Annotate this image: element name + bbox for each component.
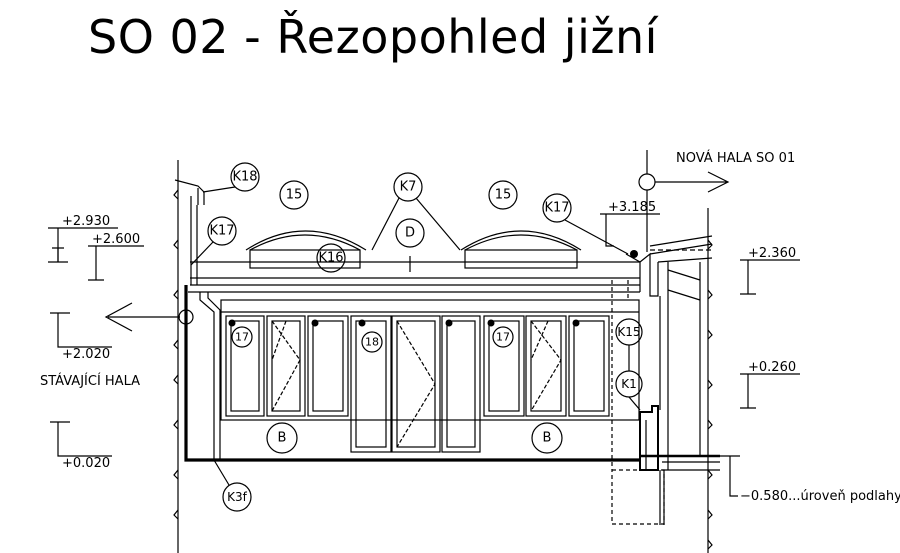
door-group-center — [350, 315, 481, 453]
tag-circles — [178, 162, 656, 512]
tag-18: 18 — [365, 336, 379, 349]
tag-k3f: K3f — [227, 490, 248, 504]
existing-hall-label: STÁVAJÍCÍ HALA — [40, 373, 140, 389]
slab-outline — [184, 280, 720, 525]
roof-edge — [625, 235, 713, 470]
tag-k17-right: K17 — [544, 201, 569, 216]
tag-k18: K18 — [232, 170, 257, 185]
elevation-0260: +0.260 — [748, 360, 796, 375]
tag-d: D — [405, 226, 415, 241]
tag-k7: K7 — [400, 180, 417, 195]
right-break-line — [707, 208, 713, 553]
left-break-line — [173, 160, 179, 553]
elevation-0020: +0.020 — [62, 456, 110, 471]
elevation-2020: +2.020 — [62, 347, 110, 362]
floor-level-label: −0.580...úroveň podlahy — [740, 489, 900, 504]
tag-k16: K16 — [318, 251, 343, 266]
hinge-dots — [228, 250, 638, 327]
tag-k17-left: K17 — [209, 224, 234, 239]
elevation-3185: +3.185 — [608, 200, 656, 215]
elevation-2360: +2.360 — [748, 246, 796, 261]
window-group-right — [483, 315, 610, 417]
tag-k15: K15 — [617, 325, 640, 339]
roof-deck — [188, 256, 640, 293]
elevation-2930: +2.930 — [62, 214, 110, 229]
tag-b-right: B — [543, 431, 552, 446]
tag-b-left: B — [278, 431, 287, 446]
skylight-domes — [245, 230, 582, 269]
tag-15-right: 15 — [495, 188, 512, 203]
leader-lines — [104, 150, 730, 486]
tag-17-right: 17 — [496, 331, 510, 344]
facade-frame — [220, 299, 640, 421]
elevation-markers — [48, 213, 800, 497]
tag-15-left: 15 — [286, 188, 303, 203]
elevation-2600: +2.600 — [92, 232, 140, 247]
tag-k1: K1 — [621, 377, 637, 391]
tag-17-left: 17 — [235, 331, 249, 344]
new-hall-label: NOVÁ HALA SO 01 — [676, 150, 795, 166]
page-title: SO 02 - Řezopohled jižní — [88, 10, 658, 64]
window-group-left — [225, 315, 349, 417]
left-downpipe — [174, 179, 221, 460]
